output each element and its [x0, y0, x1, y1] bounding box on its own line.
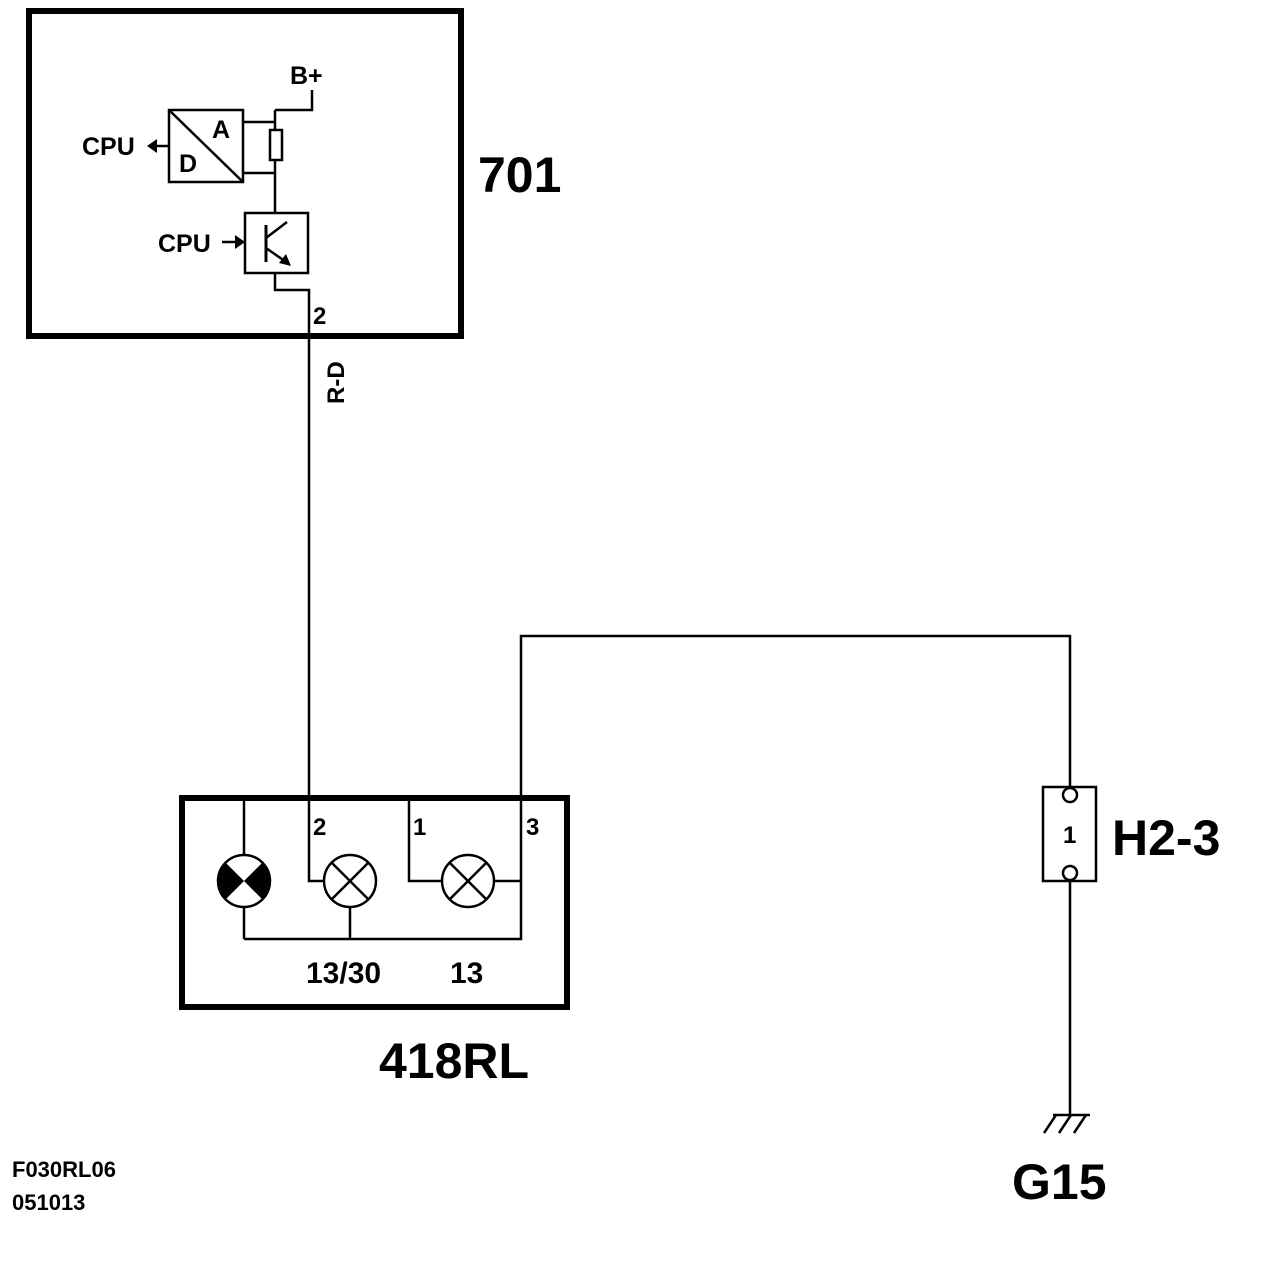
drawing-code-label: F030RL06 [12, 1157, 116, 1182]
led-lamp-fill [217, 862, 271, 900]
ecu-output-wire [273, 273, 311, 336]
lamp-common-return-wire [244, 801, 523, 941]
b-plus-wire [275, 90, 314, 112]
connector-top-terminal-icon [1061, 786, 1079, 804]
lamp-1330-label: 13/30 [306, 957, 381, 990]
connector-bottom-terminal-icon [1061, 864, 1079, 882]
cpu-out-arrow-icon [147, 139, 157, 153]
ground-hatch-1 [1042, 1114, 1058, 1134]
lamp-pin-3-label: 3 [526, 814, 539, 841]
ground-wire [519, 634, 1072, 798]
cpu-in-arrow-icon [235, 235, 245, 249]
ecu-id-label: 701 [478, 147, 561, 203]
transistor-arrow-icon [279, 254, 291, 266]
lamp-unit-id-label: 418RL [379, 1033, 529, 1089]
connector-pin-label: 1 [1063, 822, 1076, 849]
adc-diagonal [168, 109, 244, 183]
date-code-label: 051013 [12, 1190, 85, 1215]
resistor-icon [268, 128, 284, 162]
lamp-1330-cross-b [330, 861, 370, 901]
adc-d-label: D [179, 150, 197, 178]
connector-id-label: H2-3 [1112, 810, 1220, 866]
ecu-pin-2-label: 2 [313, 303, 326, 330]
cpu-in-label: CPU [158, 230, 211, 258]
transistor-collector [265, 221, 288, 239]
ground-hatch-2 [1057, 1114, 1073, 1134]
lamp-pin-2-label: 2 [313, 814, 326, 841]
lamp-13-cross-b [448, 861, 488, 901]
lamp-13-label: 13 [450, 957, 483, 990]
lamp-2-feed-wire [307, 801, 323, 883]
transistor-block [243, 211, 310, 275]
ground-hatch-3 [1072, 1114, 1088, 1134]
wire-color-code-label: R-D [323, 361, 350, 404]
lamp-pin-1-label: 1 [413, 814, 426, 841]
lamp-1-feed-wire [407, 801, 442, 883]
ground-id-label: G15 [1012, 1154, 1107, 1210]
adc-a-label: A [212, 116, 230, 144]
cpu-out-label: CPU [82, 133, 135, 161]
lamp-unit-418rl-box [179, 795, 570, 1010]
b-plus-label: B+ [290, 62, 323, 90]
ecu-701-box [26, 8, 464, 339]
